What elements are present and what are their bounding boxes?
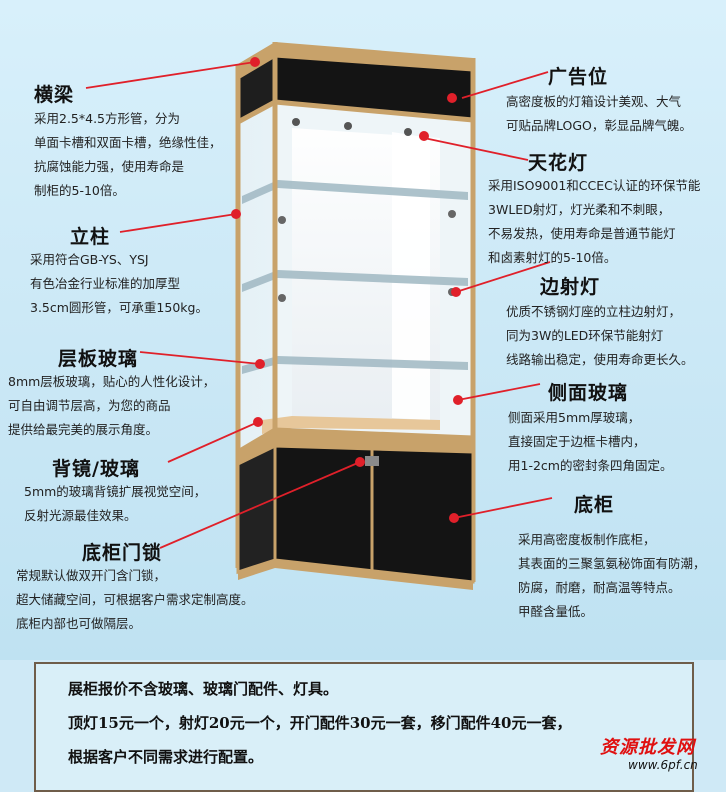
- base-cabinet-description: 采用高密度板制作底柜， 其表面的三聚氢氨秘饰面有防潮， 防腐，耐磨，耐高温等特点…: [518, 528, 706, 624]
- door-lock-description: 常规默认做双开门含门锁， 超大储藏空间，可根据客户需求定制高度。 底柜内部也可做…: [16, 564, 254, 636]
- side-glass-line: 侧面采用5mm厚玻璃，: [508, 410, 641, 425]
- shelf-glass-line: 8mm层板玻璃，贴心的人性化设计，: [8, 374, 216, 389]
- side-light-line: 同为3W的LED环保节能射灯: [506, 328, 664, 343]
- back-mirror-line: 5mm的玻璃背镜扩展视觉空间，: [24, 484, 207, 499]
- ceiling-light-line: 3WLED射灯，灯光柔和不刺眼，: [488, 202, 671, 217]
- base-cabinet: [236, 430, 475, 590]
- base-cabinet-line: 其表面的三聚氢氨秘饰面有防潮，: [518, 556, 706, 571]
- glass-shelves: [242, 180, 468, 434]
- beam-line: 采用2.5*4.5方形管，分为: [34, 111, 181, 126]
- back-mirror-description: 5mm的玻璃背镜扩展视觉空间， 反射光源最佳效果。: [24, 480, 206, 528]
- ad-board-line: 高密度板的灯箱设计美观、大气: [506, 94, 682, 109]
- shelf-glass-description: 8mm层板玻璃，贴心的人性化设计， 可自由调节层高，为您的商品 提供给最完美的展…: [8, 370, 215, 442]
- shelf-glass-line: 可自由调节层高，为您的商品: [8, 398, 171, 413]
- beam-line: 单面卡槽和双面卡槽，绝缘性佳，: [34, 135, 222, 150]
- column-line: 采用符合GB-YS、YSJ: [30, 252, 149, 267]
- door-lock-line: 超大储藏空间，可根据客户需求定制高度。: [16, 592, 254, 607]
- beam-line: 制柜的5-10倍。: [34, 183, 125, 198]
- base-cabinet-title: 底柜: [574, 494, 615, 516]
- beam-line: 抗腐蚀能力强，使用寿命是: [34, 159, 185, 174]
- side-glass-title: 侧面玻璃: [548, 382, 629, 404]
- side-glass-annotation: 侧面玻璃: [548, 378, 628, 405]
- back-mirror-annotation: 背镜/玻璃: [52, 454, 140, 481]
- column-annotation: 立柱: [70, 222, 110, 249]
- door-lock-title: 底柜门锁: [82, 542, 163, 564]
- ceiling-light-line: 和卤素射灯的5-10倍。: [488, 250, 617, 265]
- ceiling-light-line: 采用ISO9001和CCEC认证的环保节能: [488, 178, 701, 193]
- door-lock-line: 底柜内部也可做隔层。: [16, 616, 142, 631]
- column-title: 立柱: [70, 226, 111, 248]
- side-glass-line: 用1-2cm的密封条四角固定。: [508, 458, 673, 473]
- base-cabinet-annotation: 底柜: [574, 490, 614, 517]
- column-line: 有色冶金行业标准的加厚型: [30, 276, 181, 291]
- price-note-line: 展柜报价不含玻璃、玻璃门配件、灯具。: [68, 680, 339, 698]
- side-light-line: 线路输出稳定，使用寿命更长久。: [506, 352, 694, 367]
- ad-board-title: 广告位: [548, 66, 609, 88]
- price-note-line: 顶灯15元一个，射灯20元一个，开门配件30元一套，移门配件40元一套，: [68, 714, 572, 732]
- leader-dots: [231, 57, 463, 523]
- back-mirror-title: 背镜/玻璃: [52, 458, 140, 480]
- side-glass-description: 侧面采用5mm厚玻璃， 直接固定于边框卡槽内， 用1-2cm的密封条四角固定。: [508, 406, 672, 478]
- leader-lines: [85, 61, 553, 549]
- side-light-description: 优质不锈钢灯座的立柱边射灯， 同为3W的LED环保节能射灯 线路输出稳定，使用寿…: [506, 300, 694, 372]
- beam-title: 横梁: [34, 84, 75, 106]
- column-line: 3.5cm圆形管，可承重150kg。: [30, 300, 208, 315]
- shelf-glass-title: 层板玻璃: [58, 348, 139, 370]
- shelf-glass-annotation: 层板玻璃: [58, 344, 138, 371]
- base-cabinet-line: 甲醛含量低。: [518, 604, 594, 619]
- shelf-glass-line: 提供给最完美的展示角度。: [8, 422, 159, 437]
- base-cabinet-line: 防腐，耐磨，耐高温等特点。: [518, 580, 681, 595]
- door-lock-annotation: 底柜门锁: [82, 538, 162, 565]
- ad-board-annotation: 广告位: [548, 62, 608, 89]
- ad-board-description: 高密度板的灯箱设计美观、大气 可贴品牌LOGO，彰显品牌气魄。: [506, 90, 692, 138]
- ad-board-line: 可贴品牌LOGO，彰显品牌气魄。: [506, 118, 692, 133]
- ceiling-light-description: 采用ISO9001和CCEC认证的环保节能 3WLED射灯，灯光柔和不刺眼， 不…: [488, 174, 700, 270]
- ceiling-light-line: 不易发热，使用寿命是普通节能灯: [488, 226, 676, 241]
- price-note-line: 根据客户不同需求进行配置。: [68, 748, 264, 766]
- door-lock-line: 常规默认做双开门含门锁，: [16, 568, 167, 583]
- side-light-annotation: 边射灯: [540, 272, 600, 299]
- back-mirror-line: 反射光源最佳效果。: [24, 508, 137, 523]
- site-url: www.6pf.cn: [628, 758, 698, 772]
- display-cabinet-illustration: [85, 42, 553, 590]
- column-description: 采用符合GB-YS、YSJ 有色冶金行业标准的加厚型 3.5cm圆形管，可承重1…: [30, 248, 208, 320]
- price-note-panel: 展柜报价不含玻璃、玻璃门配件、灯具。 顶灯15元一个，射灯20元一个，开门配件3…: [34, 662, 694, 792]
- side-glass-line: 直接固定于边框卡槽内，: [508, 434, 646, 449]
- side-light-line: 优质不锈钢灯座的立柱边射灯，: [506, 304, 682, 319]
- ceiling-light-title: 天花灯: [528, 152, 589, 174]
- beam-annotation: 横梁 采用2.5*4.5方形管，分为 单面卡槽和双面卡槽，绝缘性佳， 抗腐蚀能力…: [34, 80, 222, 203]
- base-cabinet-line: 采用高密度板制作底柜，: [518, 532, 656, 547]
- side-light-title: 边射灯: [540, 276, 601, 298]
- brand-logo-text: 资源批发网: [600, 737, 695, 758]
- ceiling-light-annotation: 天花灯: [528, 148, 588, 175]
